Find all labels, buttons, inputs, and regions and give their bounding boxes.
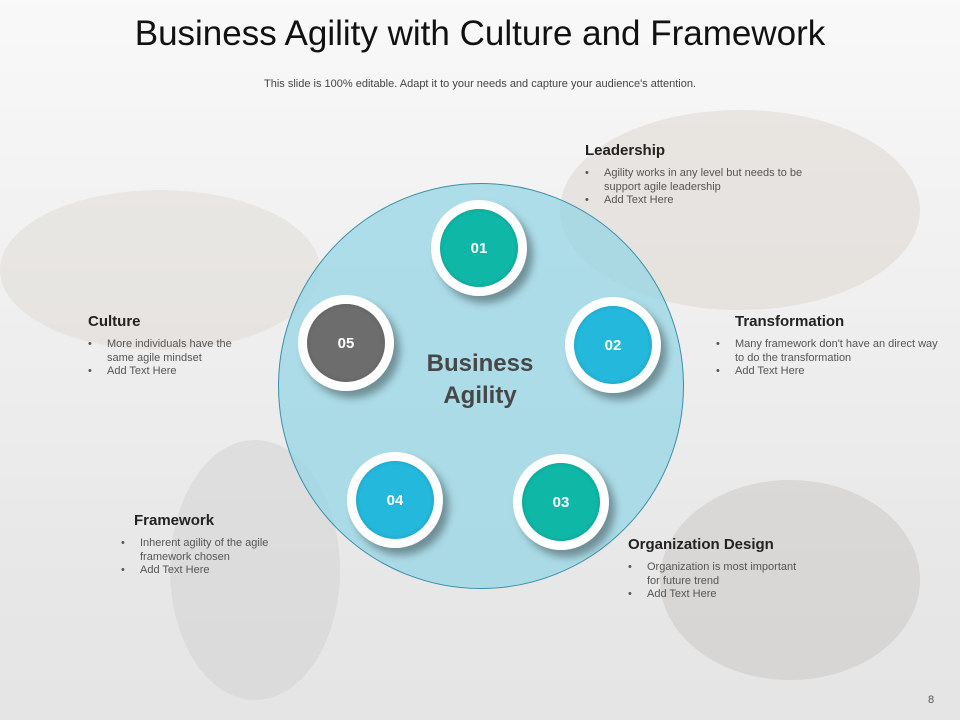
node-01[interactable]: 01 (431, 200, 527, 296)
node-04-label: 04 (356, 461, 434, 539)
list-item: Add Text Here (716, 365, 938, 379)
transformation-block: Transformation Many framework don't have… (716, 313, 938, 379)
node-02[interactable]: 02 (565, 297, 661, 393)
list-item: Inherent agility of the agile framework … (121, 537, 296, 564)
framework-block: Framework Inherent agility of the agile … (121, 512, 296, 578)
node-02-label: 02 (574, 306, 652, 384)
framework-heading: Framework (134, 512, 215, 529)
list-item: Add Text Here (88, 365, 253, 379)
center-label-line1: Business (426, 350, 534, 377)
list-item: Add Text Here (628, 588, 808, 602)
page-number: 8 (928, 694, 935, 706)
center-label-line2: Agility (443, 382, 517, 409)
leadership-block: Leadership Agility works in any level bu… (585, 142, 815, 208)
organization-design-heading: Organization Design (628, 536, 774, 553)
leadership-heading: Leadership (585, 142, 666, 159)
node-03[interactable]: 03 (513, 454, 609, 550)
list-item: Organization is most important for futur… (628, 561, 808, 588)
list-item: Agility works in any level but needs to … (585, 167, 815, 194)
center-label: Business Agility (395, 348, 565, 412)
culture-block: Culture More individuals have the same a… (88, 313, 253, 379)
leadership-bullets: Agility works in any level but needs to … (585, 167, 815, 208)
node-05[interactable]: 05 (298, 295, 394, 391)
culture-heading: Culture (88, 313, 141, 330)
culture-bullets: More individuals have the same agile min… (88, 338, 253, 379)
slide-title: Business Agility with Culture and Framew… (134, 14, 826, 53)
list-item: Add Text Here (585, 194, 815, 208)
list-item: More individuals have the same agile min… (88, 338, 253, 365)
slide-subtitle: This slide is 100% editable. Adapt it to… (264, 78, 696, 90)
list-item: Many framework don't have an direct way … (716, 338, 938, 365)
node-03-label: 03 (522, 463, 600, 541)
organization-design-bullets: Organization is most important for futur… (628, 561, 808, 602)
transformation-bullets: Many framework don't have an direct way … (716, 338, 938, 379)
transformation-heading: Transformation (735, 313, 845, 330)
node-04[interactable]: 04 (347, 452, 443, 548)
node-05-label: 05 (307, 304, 385, 382)
node-01-label: 01 (440, 209, 518, 287)
list-item: Add Text Here (121, 564, 296, 578)
organization-design-block: Organization Design Organization is most… (628, 536, 808, 602)
framework-bullets: Inherent agility of the agile framework … (121, 537, 296, 578)
background-blur-shape (0, 190, 320, 350)
